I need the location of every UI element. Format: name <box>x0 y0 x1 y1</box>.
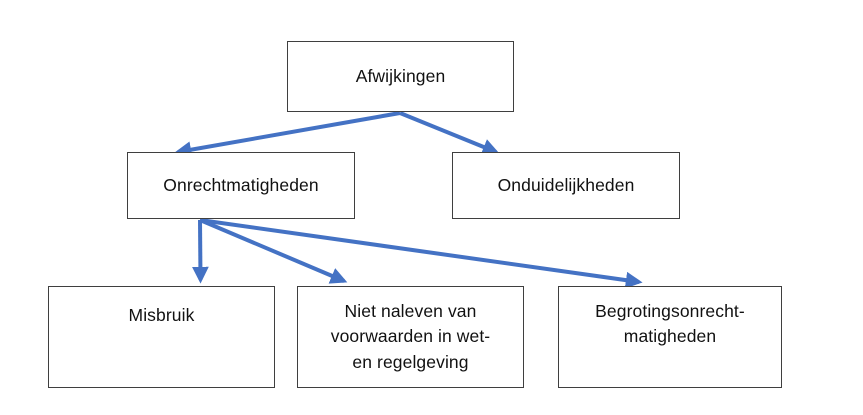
node-onrechtmatigheden[interactable]: Onrechtmatigheden <box>127 152 355 219</box>
node-misbruik[interactable]: Misbruik <box>48 286 275 388</box>
edge-onrechtmatigheden-to-niet-naleven <box>199 218 348 284</box>
node-onrechtmatigheden-label: Onrechtmatigheden <box>163 174 319 195</box>
edge-afwijkingen-to-onduidelijkheden <box>399 111 500 155</box>
node-onduidelijkheden[interactable]: Onduidelijkheden <box>452 152 680 219</box>
edge-afwijkingen-to-onrechtmatigheden <box>174 111 401 158</box>
node-afwijkingen-label: Afwijkingen <box>355 65 446 86</box>
node-afwijkingen[interactable]: Afwijkingen <box>287 41 514 112</box>
node-begrotingsonrechtmatigheden-label: Begrotingsonrecht- matigheden <box>595 301 745 347</box>
node-niet-naleven[interactable]: Niet naleven van voorwaarden in wet- en … <box>297 286 524 388</box>
node-niet-naleven-label: Niet naleven van voorwaarden in wet- en … <box>330 301 491 372</box>
node-misbruik-label: Misbruik <box>128 305 195 325</box>
node-begrotingsonrechtmatigheden[interactable]: Begrotingsonrecht- matigheden <box>558 286 782 388</box>
edge-onrechtmatigheden-to-begrotingsonrechtmatigheden <box>199 218 643 289</box>
edge-onrechtmatigheden-to-misbruik <box>191 219 209 284</box>
node-onduidelijkheden-label: Onduidelijkheden <box>497 174 635 195</box>
